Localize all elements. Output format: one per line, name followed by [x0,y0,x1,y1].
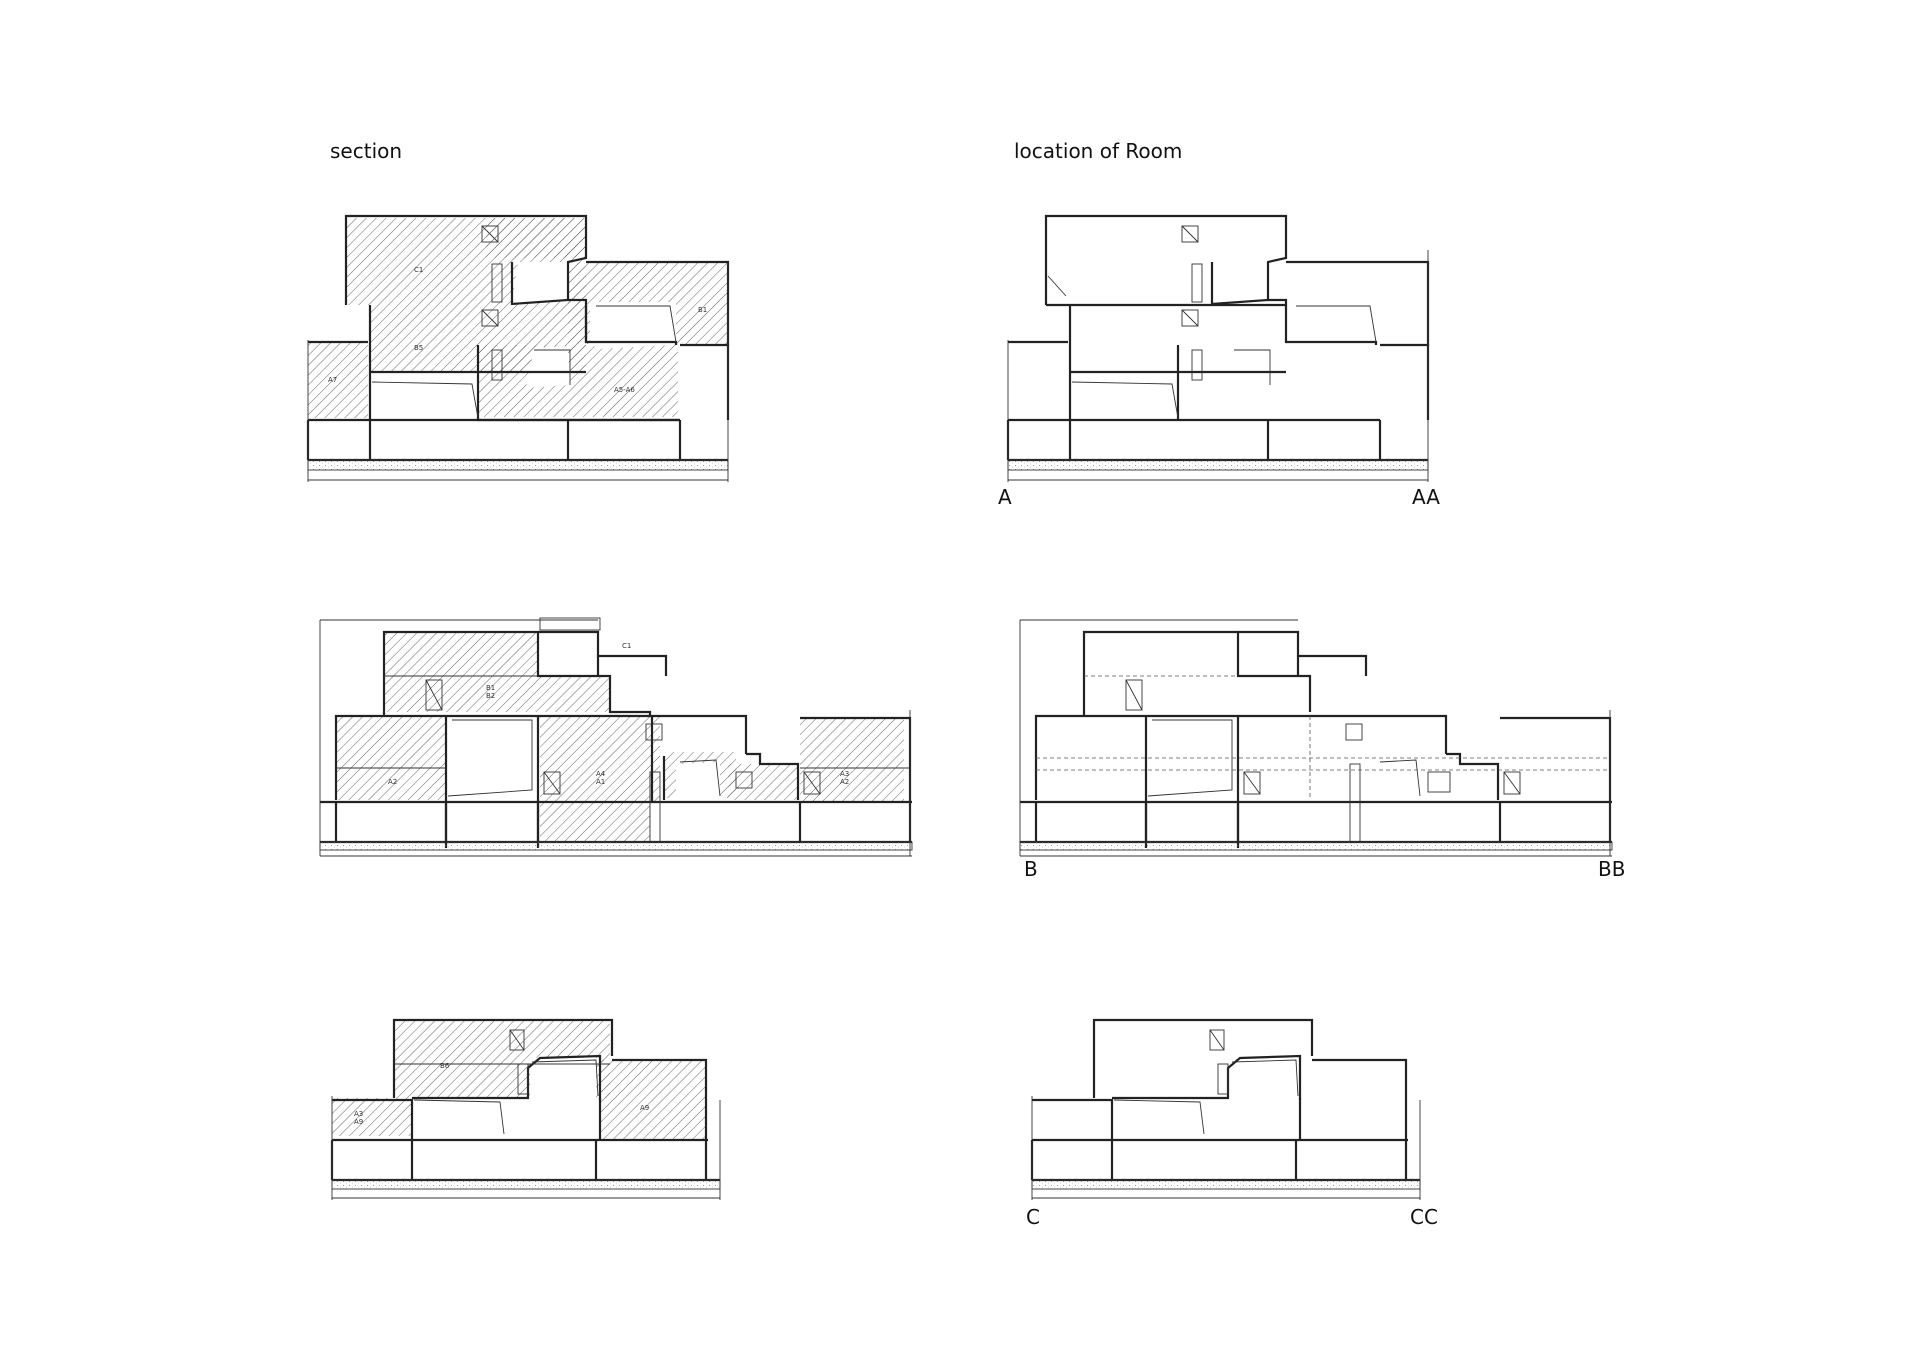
section-c-hatched [330,1018,721,1200]
marker-b-end: BB [1598,857,1625,881]
tag-a-b5: B5 [414,344,423,352]
marker-a-start: A [998,485,1012,509]
tag-a-a5a6: A5-A6 [614,386,635,394]
title-section: section [330,139,402,163]
tag-c-b6: B6 [440,1062,450,1070]
section-a-outline [1006,214,1430,482]
tag-c-a9: A9 [640,1104,649,1112]
marker-b-start: B [1024,857,1038,881]
tag-a-a7: A7 [328,376,337,384]
section-b-outline [1019,619,1613,857]
tag-a-c1: C1 [414,266,423,274]
tag-b-c1: C1 [622,642,631,650]
section-b-hatched [319,617,913,857]
marker-c-end: CC [1410,1205,1438,1229]
marker-c-start: C [1026,1205,1040,1229]
tag-b-a2: A2 [388,778,397,786]
tag-a-b1: B1 [698,306,707,314]
title-location-of-room: location of Room [1014,139,1182,163]
section-c-outline [1030,1018,1421,1200]
marker-a-end: AA [1412,485,1440,509]
section-a-hatched [306,214,730,482]
